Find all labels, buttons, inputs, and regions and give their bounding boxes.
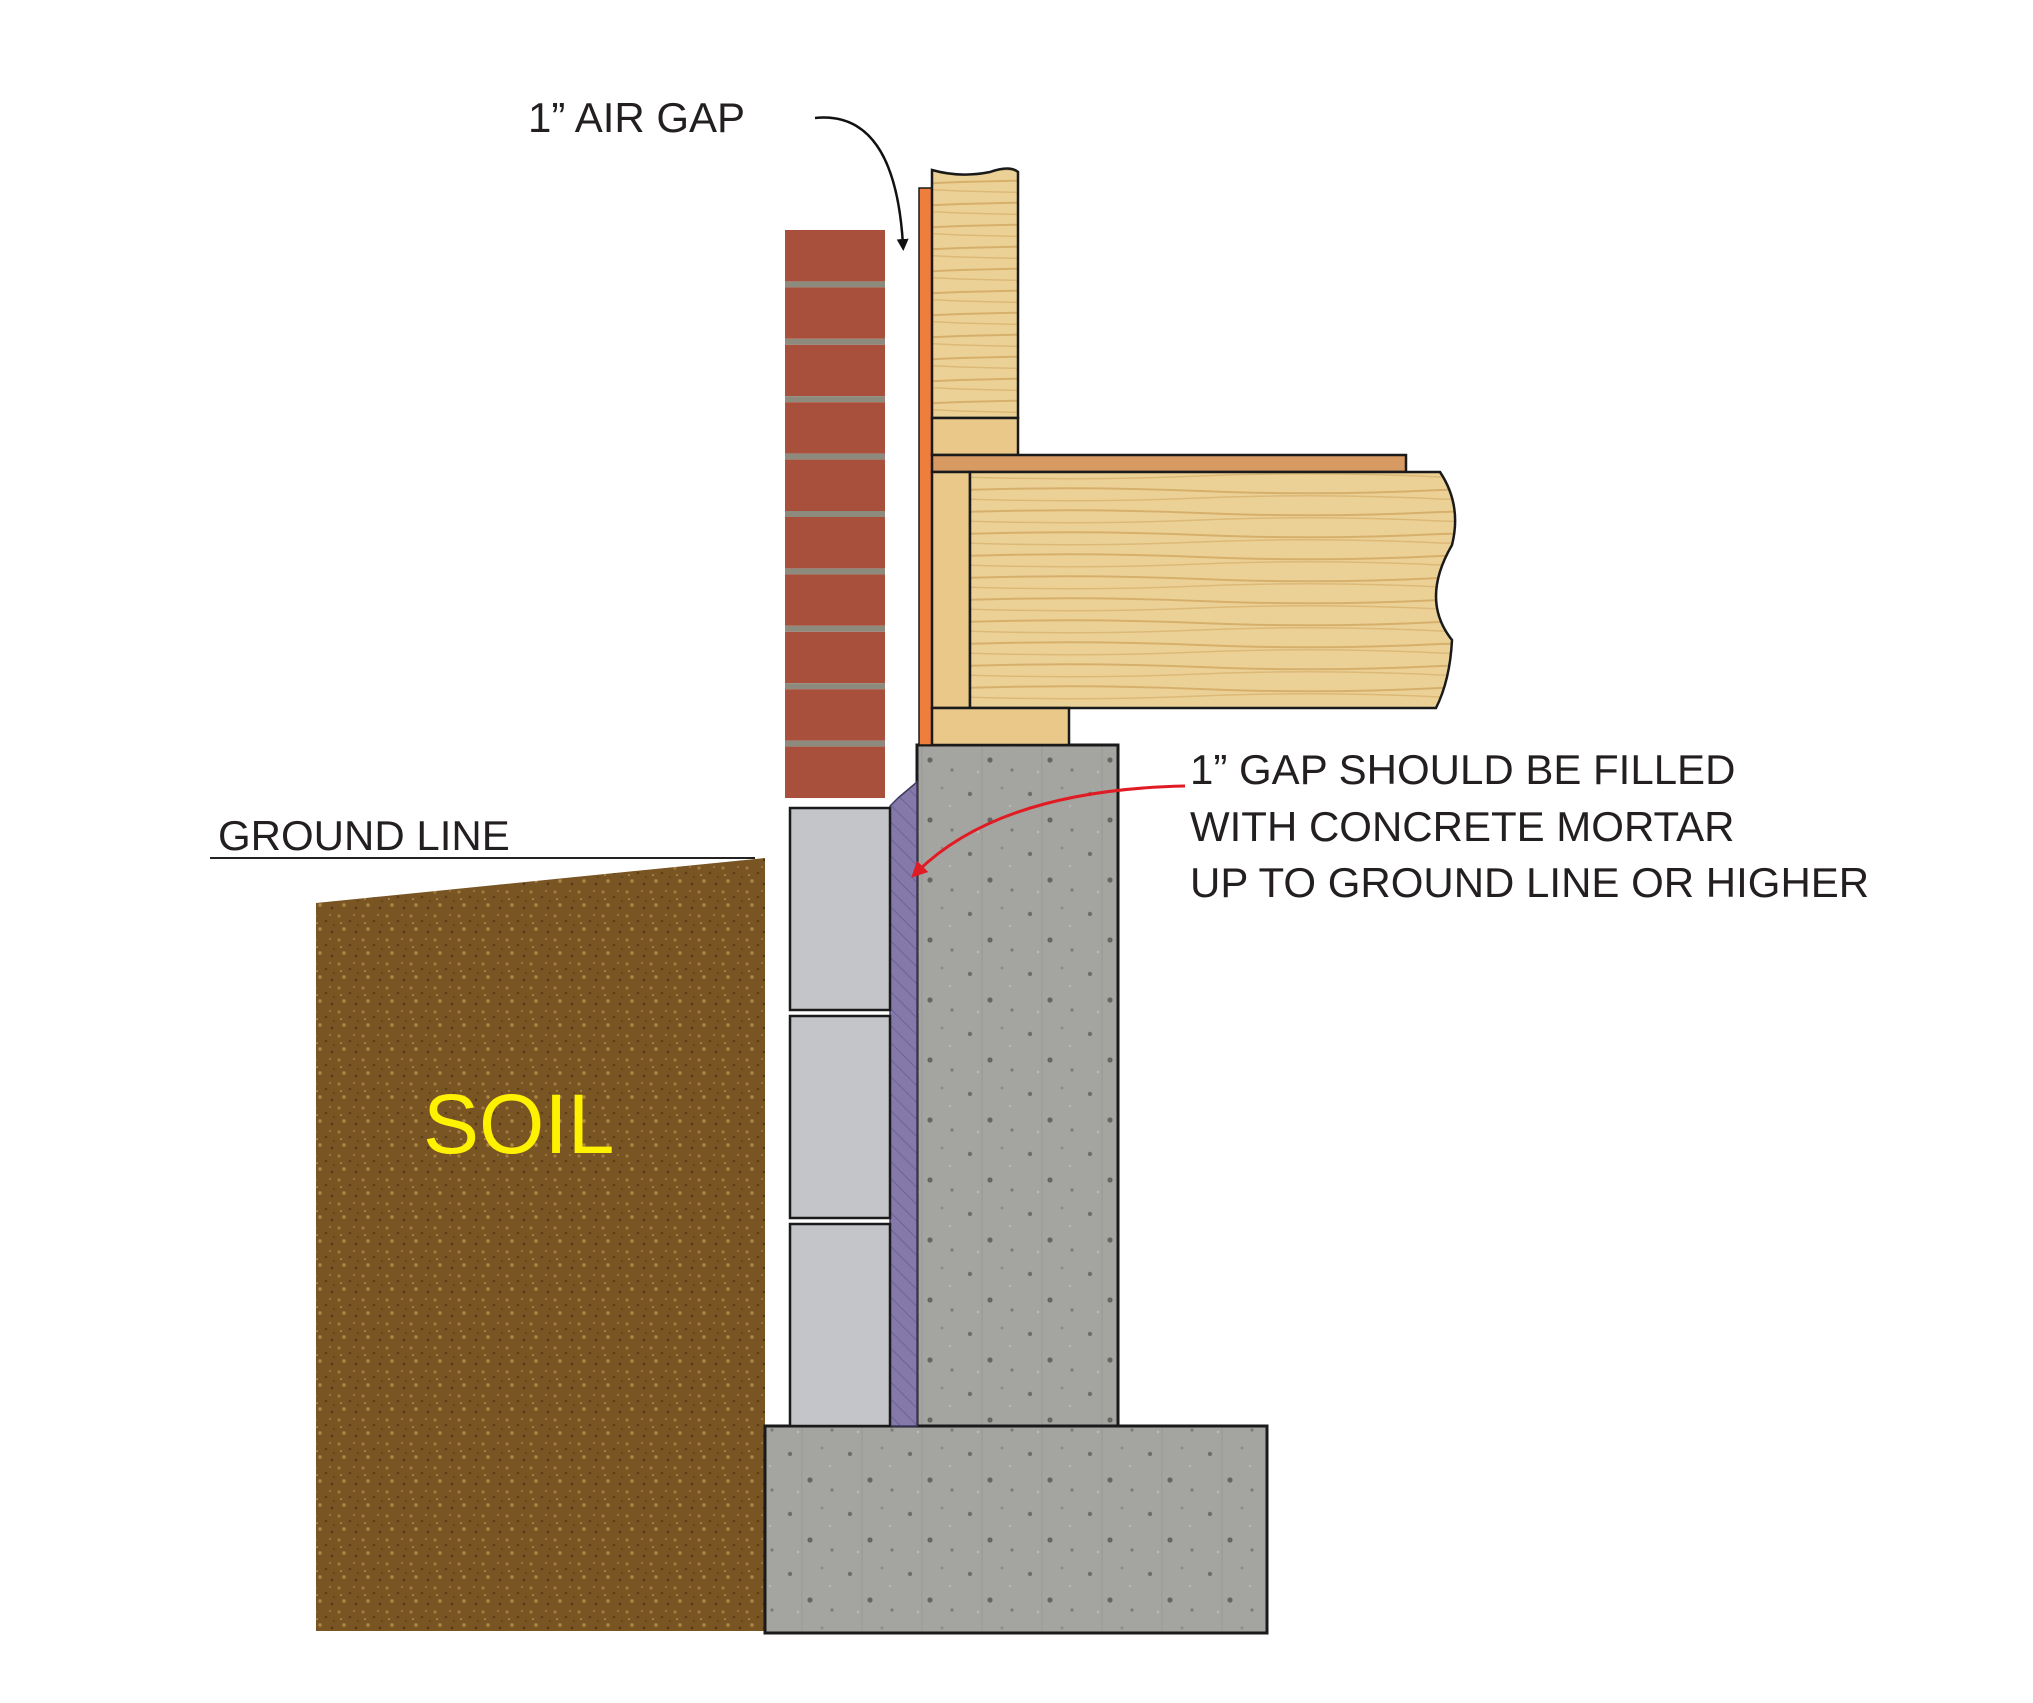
brick-9	[785, 689, 885, 741]
brick-veneer	[785, 230, 885, 798]
ground-line-label: GROUND LINE	[218, 812, 510, 859]
concrete-foundation-wall	[915, 743, 1120, 1428]
cmu-block-1	[788, 806, 892, 1012]
floor-joist	[968, 470, 1457, 710]
cmu-block-3	[788, 1222, 892, 1428]
mortar-joint-3	[785, 396, 885, 403]
gap-note-line-3: UP TO GROUND LINE OR HIGHER	[1190, 859, 1869, 906]
brick-10	[785, 746, 885, 798]
brick-3	[785, 344, 885, 397]
gap-note-leader-arrow	[911, 784, 1186, 878]
soil-mass	[316, 858, 765, 1631]
gap-note-line-2: WITH CONCRETE MORTAR	[1190, 803, 1734, 850]
mortar-joint-5	[785, 511, 885, 517]
mortar-joint-7	[785, 625, 885, 632]
concrete-footing	[763, 1424, 1269, 1635]
soil-label: SOIL	[423, 1077, 614, 1171]
cmu-block-2	[788, 1014, 892, 1220]
bottom-plate	[930, 416, 1020, 457]
brick-4	[785, 402, 885, 454]
mortar-joint-1	[785, 281, 885, 288]
rim-board	[930, 470, 972, 710]
mortar-joint-9	[785, 740, 885, 747]
mortar-joint-8	[785, 683, 885, 690]
air-gap-leader-arrow	[814, 116, 909, 251]
mortar-joint-4	[785, 453, 885, 460]
gap-note-line-1: 1” GAP SHOULD BE FILLED	[1190, 746, 1735, 793]
mortar-filled-gap	[889, 780, 918, 1427]
brick-6	[785, 517, 885, 569]
brick-7	[785, 574, 885, 626]
air-gap-label: 1” AIR GAP	[528, 94, 745, 141]
brick-2	[785, 287, 885, 339]
subfloor	[930, 453, 1408, 474]
sill-plate	[930, 706, 1071, 747]
wall-stud	[930, 167, 1020, 420]
mortar-joint-2	[785, 338, 885, 345]
exterior-sheathing	[918, 187, 933, 746]
brick-1	[785, 230, 885, 282]
mortar-joint-6	[785, 568, 885, 575]
brick-5	[785, 459, 885, 511]
brick-8	[785, 631, 885, 684]
